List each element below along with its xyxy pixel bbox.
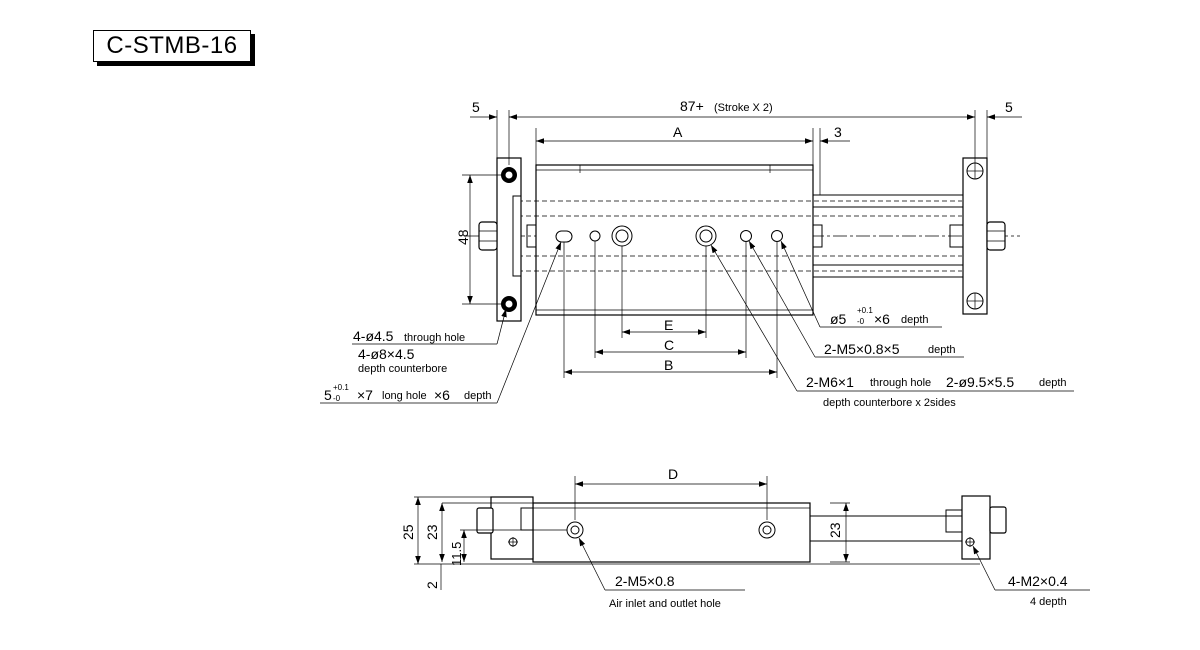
model-title: C-STMB-16 <box>106 32 238 59</box>
dim-d: D <box>668 466 678 482</box>
callout-m6: 2-M6×1 <box>806 374 854 390</box>
callout-pin-depth: ×6 <box>874 311 890 327</box>
callout-pin-tol-minus: -0 <box>857 317 865 326</box>
callout-through-hole-note: through hole <box>404 332 465 344</box>
rod-height-dim: 23 <box>827 522 843 538</box>
dim-a: A <box>673 124 683 140</box>
top-right-end-plate <box>962 157 988 315</box>
side-right-nut <box>989 506 1007 534</box>
callout-pin-base: ø5 <box>830 311 847 327</box>
height-body-dim: 23 <box>424 524 440 540</box>
callout-m6-sides: depth counterbore x 2sides <box>823 397 956 409</box>
height-port-dim: 11.5 <box>449 542 464 566</box>
end-gap-dim: 3 <box>834 124 842 140</box>
model-title-box: C-STMB-16 <box>93 30 251 62</box>
callout-through-hole: 4-ø4.5 <box>353 328 394 344</box>
callout-port: 2-M5×0.8 <box>615 573 675 589</box>
callout-m6-cb: 2-ø9.5×5.5 <box>946 374 1014 390</box>
callout-long-hole-note: long hole <box>382 390 427 402</box>
callout-m5-note: depth <box>928 344 956 356</box>
top-main-body <box>535 164 814 316</box>
callout-long-hole-base: 5 <box>324 387 332 403</box>
callout-m5: 2-M5×0.8×5 <box>824 341 900 357</box>
dim-c: C <box>664 337 674 353</box>
right-gap-dim: 5 <box>1005 99 1013 115</box>
side-left-end-block <box>490 496 534 560</box>
base-gap-dim: 2 <box>424 581 440 589</box>
top-right-nut <box>986 221 1006 251</box>
callout-long-hole-depth-note: depth <box>464 390 492 402</box>
callout-pin-tol-plus: +0.1 <box>857 306 873 315</box>
callout-counterbore-note: depth counterbore <box>358 363 447 375</box>
callout-long-hole-tol-minus: -0 <box>333 394 341 403</box>
side-main-body <box>532 502 811 563</box>
callout-long-hole-depth: ×6 <box>434 387 450 403</box>
top-view: 87+ (Stroke X 2) 5 5 A 3 48 E C <box>320 98 1074 409</box>
callout-port-note: Air inlet and outlet hole <box>609 598 721 610</box>
left-gap-dim: 5 <box>472 99 480 115</box>
side-right-end-block <box>961 495 991 560</box>
overall-dim: 87+ <box>680 98 704 114</box>
top-left-nut <box>478 221 498 251</box>
dim-e: E <box>664 317 673 333</box>
height-dim: 48 <box>455 229 471 245</box>
body-hole-pin <box>771 230 783 242</box>
callout-long-hole-size: ×7 <box>357 387 373 403</box>
dim-b: B <box>664 357 673 373</box>
callout-m6-note: through hole <box>870 377 931 389</box>
side-view: D 25 23 11.5 2 23 2-M5×0.8 Air inlet and… <box>400 466 1090 610</box>
side-left-nut <box>476 507 494 534</box>
callout-tap: 4-M2×0.4 <box>1008 573 1068 589</box>
body-hole-m5 <box>740 230 752 242</box>
callout-m6-cb-note: depth <box>1039 377 1067 389</box>
callout-tap-note: 4 depth <box>1030 596 1067 608</box>
callout-counterbore: 4-ø8×4.5 <box>358 346 415 362</box>
callout-pin-depth-note: depth <box>901 314 929 326</box>
height-total-dim: 25 <box>400 524 416 540</box>
overall-dim-note: (Stroke X 2) <box>714 102 773 114</box>
side-port-right <box>758 521 776 539</box>
callout-long-hole-tol-plus: +0.1 <box>333 383 349 392</box>
